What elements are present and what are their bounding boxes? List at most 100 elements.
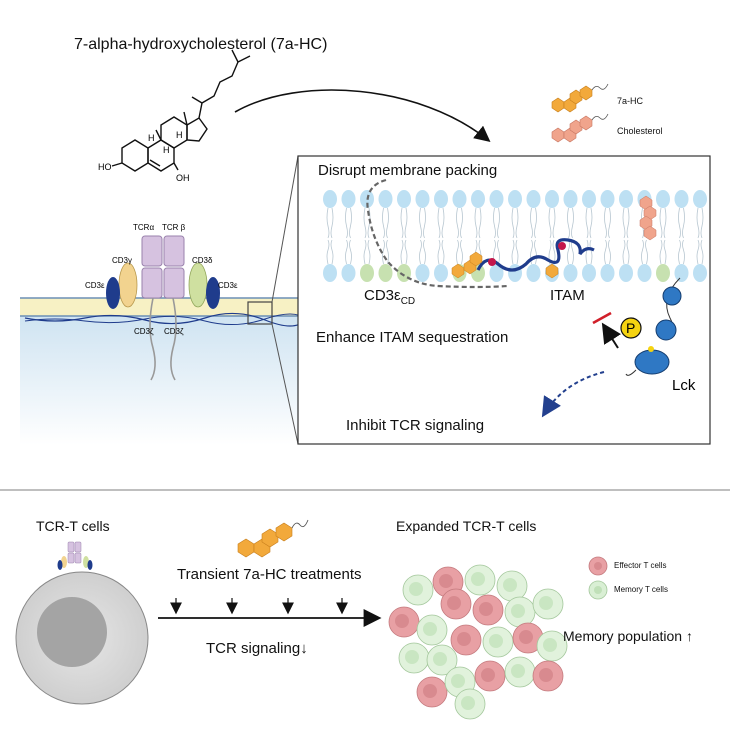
lipid-head bbox=[489, 190, 504, 208]
tcrb-label: TCR β bbox=[162, 223, 186, 232]
lipid-tail bbox=[456, 207, 463, 239]
lipid-head bbox=[545, 190, 559, 208]
h-label-2: H bbox=[163, 145, 170, 155]
lipid-tail bbox=[678, 207, 685, 239]
lipid-tail bbox=[493, 207, 500, 239]
cell-nucleus bbox=[479, 602, 493, 616]
zoom-line-bottom bbox=[271, 323, 299, 445]
cd3g-label: CD3γ bbox=[112, 256, 132, 265]
phosphate-icon bbox=[620, 317, 642, 339]
down-arrow-icon: ↓ bbox=[300, 640, 308, 657]
lipid-tail bbox=[363, 207, 371, 239]
lipid-head bbox=[582, 264, 596, 282]
lipid-tail bbox=[456, 239, 463, 265]
lipid-head bbox=[563, 190, 578, 208]
effector-legend-label: Effector T cells bbox=[614, 561, 667, 570]
cd3e-cd-label: CD3εCD bbox=[364, 287, 416, 307]
lipid-tail bbox=[437, 207, 445, 239]
cd3z-left-label: CD3ζ bbox=[134, 327, 154, 336]
lipid-tail bbox=[419, 207, 426, 239]
cholesterol-structure bbox=[111, 49, 251, 172]
lipid-head bbox=[323, 190, 337, 208]
cd3e-tail bbox=[366, 178, 509, 289]
cd3e-right-label: CD3ε bbox=[218, 281, 238, 290]
lipid-head bbox=[526, 264, 541, 282]
lipid-head bbox=[674, 190, 689, 208]
cell-nucleus bbox=[423, 622, 437, 636]
cell-nucleus bbox=[439, 574, 453, 588]
cell-nucleus bbox=[489, 634, 503, 648]
legend-7ahc-icon bbox=[551, 83, 609, 113]
memory-legend-label: Memory T cells bbox=[614, 585, 668, 594]
expanded-cell-cluster bbox=[388, 564, 568, 720]
lipid-head bbox=[693, 264, 707, 282]
itam-residue-2 bbox=[558, 242, 566, 250]
lipid-tail bbox=[585, 207, 593, 239]
lipid-tail bbox=[382, 239, 389, 265]
curved-arrow bbox=[234, 89, 491, 143]
legend-cholesterol-icon bbox=[551, 113, 609, 143]
treatment-label: Transient 7a-HC treatments bbox=[177, 566, 362, 583]
lipid-tail bbox=[604, 207, 611, 239]
h-label-1: H bbox=[148, 133, 155, 143]
lipid-tail bbox=[326, 207, 334, 239]
lipid-tail bbox=[659, 207, 667, 239]
cell-nucleus bbox=[451, 674, 465, 688]
cell-nucleus bbox=[471, 572, 485, 586]
enhance-label: Enhance ITAM sequestration bbox=[316, 329, 509, 346]
lipid-head bbox=[378, 190, 393, 208]
cell-nucleus bbox=[511, 664, 525, 678]
tcra-label: TCRα bbox=[133, 223, 154, 232]
lipid-head bbox=[434, 264, 448, 282]
inhibition-bar bbox=[592, 311, 612, 325]
itam-chain bbox=[476, 238, 595, 272]
lipid-tail bbox=[345, 207, 352, 239]
lipid-head bbox=[397, 190, 411, 208]
cell-nucleus bbox=[423, 684, 437, 698]
lipid-tail bbox=[474, 207, 482, 239]
cell-nucleus bbox=[457, 632, 471, 646]
membrane-7ahc bbox=[451, 251, 559, 279]
itam-label: ITAM bbox=[550, 287, 585, 304]
zoom-box bbox=[247, 301, 273, 325]
lipid-head bbox=[508, 190, 522, 208]
lipid-head bbox=[637, 264, 652, 282]
lipid-tail bbox=[604, 239, 611, 265]
lipid-head bbox=[323, 264, 337, 282]
lipid-head bbox=[619, 190, 633, 208]
lipid-tail bbox=[419, 239, 426, 265]
lipid-tail bbox=[400, 239, 408, 265]
zoom-line-top bbox=[271, 155, 299, 303]
disrupt-label: Disrupt membrane packing bbox=[318, 162, 498, 179]
lipid-head bbox=[415, 190, 430, 208]
cd3z-right-label: CD3ζ bbox=[164, 327, 184, 336]
lipid-head bbox=[563, 264, 578, 282]
lipid-tail bbox=[567, 239, 574, 265]
lipid-head bbox=[600, 264, 615, 282]
tcr-t-cell bbox=[15, 541, 149, 705]
cell-nucleus bbox=[539, 596, 553, 610]
lipid-tail bbox=[641, 239, 648, 265]
treatment-7ahc-icon bbox=[237, 519, 309, 558]
lipid-tail bbox=[659, 239, 667, 265]
lipid-tail bbox=[696, 207, 704, 239]
lipid-head bbox=[434, 190, 448, 208]
lipid-head bbox=[582, 190, 596, 208]
lipid-head bbox=[656, 190, 670, 208]
oh-label: OH bbox=[176, 173, 190, 183]
lipid-tail bbox=[437, 239, 445, 265]
expanded-label: Expanded TCR-T cells bbox=[396, 518, 537, 534]
cell-nucleus bbox=[395, 614, 409, 628]
itam-residue-1 bbox=[488, 258, 496, 266]
lipid-head bbox=[489, 264, 504, 282]
cell-nucleus bbox=[511, 604, 525, 618]
lipid-tail bbox=[363, 239, 371, 265]
molecule-title: 7-alpha-hydroxycholesterol (7a-HC) bbox=[74, 36, 328, 53]
lipid-tail bbox=[511, 239, 519, 265]
lipid-head bbox=[674, 264, 689, 282]
lipid-head bbox=[452, 190, 467, 208]
lck-kinase bbox=[625, 277, 682, 376]
lipid-tail bbox=[567, 207, 574, 239]
cell-nucleus bbox=[503, 578, 517, 592]
